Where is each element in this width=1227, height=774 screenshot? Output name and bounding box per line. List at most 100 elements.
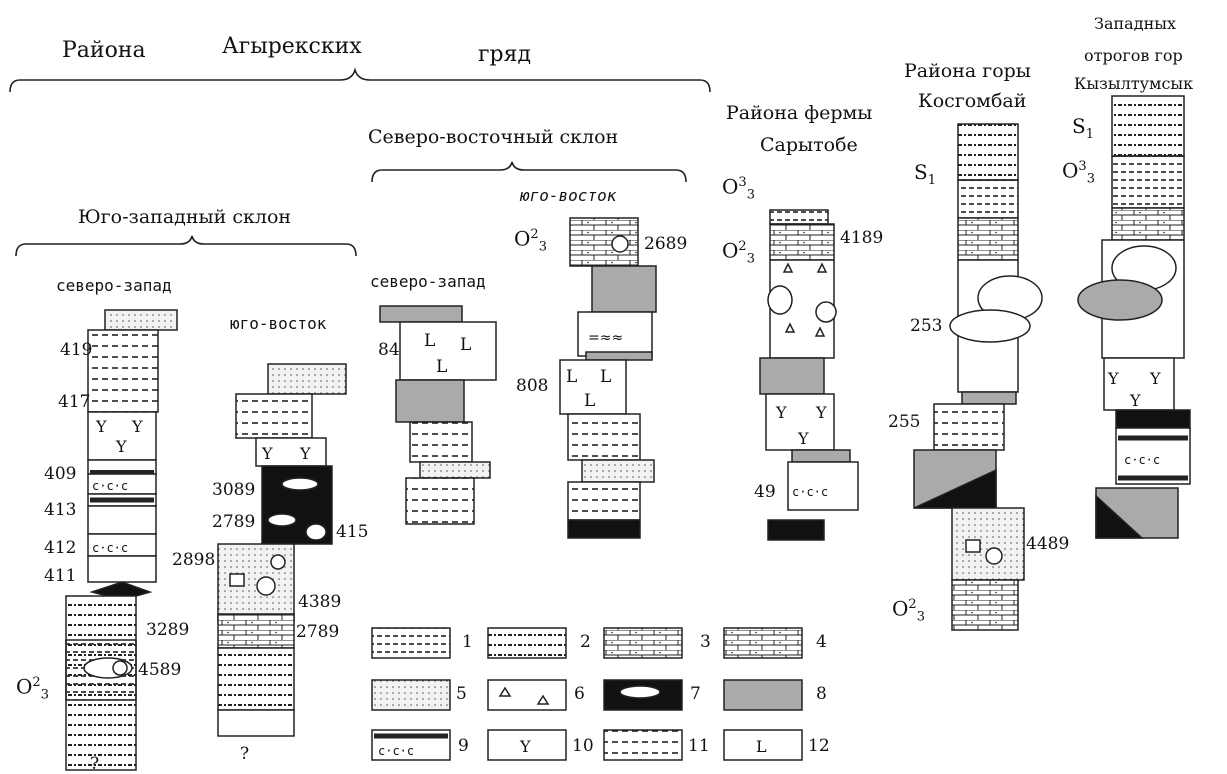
- ne-nw-title: северо-запад: [370, 274, 486, 290]
- label-419: 419: [60, 342, 92, 359]
- sw-nw-title: северо-запад: [56, 278, 172, 294]
- label-49: 49: [754, 484, 776, 501]
- label-3089: 3089: [212, 482, 255, 499]
- southwest-slope-title: Юго-западный склон: [78, 208, 291, 227]
- legend-label-8: 8: [816, 686, 827, 703]
- svg-text:Y: Y: [115, 437, 127, 456]
- age-s1-kyzyl: S1: [1072, 116, 1094, 141]
- label-255: 255: [888, 414, 920, 431]
- legend-label-9: 9: [458, 738, 469, 755]
- label-4489: 4489: [1026, 536, 1069, 553]
- legend-11-swatch: [604, 730, 682, 760]
- svg-text:=≈≈: =≈≈: [588, 330, 623, 346]
- label-2789a: 2789: [212, 514, 255, 531]
- legend-label-4: 4: [816, 634, 827, 651]
- svg-text:L: L: [460, 335, 471, 355]
- header-brace: [10, 70, 710, 92]
- label-4189: 4189: [840, 230, 883, 247]
- legend-1-swatch: [372, 628, 450, 658]
- legend-label-2: 2: [580, 634, 591, 651]
- kyzyl-title-2: отрогов гор: [1084, 48, 1183, 64]
- label-84: 84: [378, 342, 400, 359]
- age-o32-ne: O23: [514, 228, 547, 254]
- northeast-brace: [372, 162, 686, 182]
- svg-text:Y: Y: [95, 417, 107, 436]
- column-kosgombai: [914, 124, 1042, 630]
- legend-label-1: 1: [462, 634, 473, 651]
- legend-4-swatch: [724, 628, 802, 658]
- kosgombai-title-2: Косгомбай: [918, 92, 1026, 111]
- svg-text:L: L: [600, 367, 611, 387]
- farm-title-1: Района фермы: [726, 104, 872, 123]
- kyzyl-title-3: Кызылтумсык: [1074, 76, 1193, 92]
- kyzyl-title-1: Западных: [1094, 16, 1176, 32]
- label-2689: 2689: [644, 236, 687, 253]
- label-4389: 4389: [298, 594, 341, 611]
- label-2898: 2898: [172, 552, 215, 569]
- label-413: 413: [44, 502, 76, 519]
- header-word-1: Района: [62, 40, 146, 62]
- legend-label-3: 3: [700, 634, 711, 651]
- legend-6-swatch: [488, 680, 566, 710]
- svg-text:Y: Y: [797, 429, 809, 448]
- legend-5-swatch: [372, 680, 450, 710]
- sw-se-title: юго-восток: [230, 316, 326, 332]
- svg-text:Y: Y: [775, 403, 787, 422]
- age-o33-kyzyl: O33: [1062, 160, 1095, 186]
- legend-label-6: 6: [574, 686, 585, 703]
- age-o33-farm: O33: [722, 176, 755, 202]
- svg-text:Y: Y: [131, 417, 143, 436]
- svg-text:L: L: [756, 737, 767, 756]
- header-word-2: Агырекских: [222, 36, 362, 58]
- column-ne-southeast: =≈≈ L L L: [560, 218, 656, 538]
- header-word-3: гряд: [478, 44, 531, 66]
- question-mark-2: ?: [240, 746, 249, 763]
- southwest-brace: [16, 236, 356, 256]
- label-417: 417: [58, 394, 90, 411]
- svg-text:Y: Y: [1129, 391, 1141, 410]
- northeast-slope-title: Северо-восточный склон: [368, 128, 618, 147]
- svg-text:c·c·c: c·c·c: [92, 479, 128, 493]
- svg-text:Y: Y: [1107, 369, 1119, 388]
- svg-text:Y: Y: [261, 444, 273, 463]
- legend-label-12: 12: [808, 738, 830, 755]
- legend-2-swatch: [488, 628, 566, 658]
- label-412: 412: [44, 540, 76, 557]
- age-o32-kosgombai: O23: [892, 598, 925, 624]
- label-2789b: 2789: [296, 624, 339, 641]
- label-808: 808: [516, 378, 548, 395]
- label-415: 415: [336, 524, 368, 541]
- svg-text:Y: Y: [519, 737, 531, 756]
- legend-8-swatch: [724, 680, 802, 710]
- label-4589: 4589: [138, 662, 181, 679]
- label-411: 411: [44, 568, 76, 585]
- svg-text:L: L: [566, 367, 577, 387]
- svg-text:Y: Y: [1149, 369, 1161, 388]
- ne-se-title: юго-восток: [520, 188, 616, 204]
- svg-text:c·c·c: c·c·c: [92, 541, 128, 555]
- column-ne-northwest: L L L: [380, 306, 496, 524]
- label-3289: 3289: [146, 622, 189, 639]
- svg-text:c·c·c: c·c·c: [792, 485, 828, 499]
- question-mark-1: ?: [90, 756, 99, 773]
- age-s1-kosgombai: S1: [914, 162, 936, 187]
- legend-3-swatch: [604, 628, 682, 658]
- farm-title-2: Сарытобе: [760, 136, 858, 155]
- svg-text:Y: Y: [299, 444, 311, 463]
- label-409: 409: [44, 466, 76, 483]
- legend-label-11: 11: [688, 738, 710, 755]
- kosgombai-title-1: Района горы: [904, 62, 1031, 81]
- svg-text:L: L: [584, 391, 595, 411]
- age-o32-farm: O23: [722, 240, 755, 266]
- legend-label-5: 5: [456, 686, 467, 703]
- age-o32-sw: O23: [16, 676, 49, 702]
- svg-text:L: L: [436, 357, 447, 377]
- legend-label-7: 7: [690, 686, 701, 703]
- svg-text:L: L: [424, 331, 435, 351]
- svg-text:c·c·c: c·c·c: [378, 744, 414, 758]
- svg-text:Y: Y: [815, 403, 827, 422]
- svg-text:c·c·c: c·c·c: [1124, 453, 1160, 467]
